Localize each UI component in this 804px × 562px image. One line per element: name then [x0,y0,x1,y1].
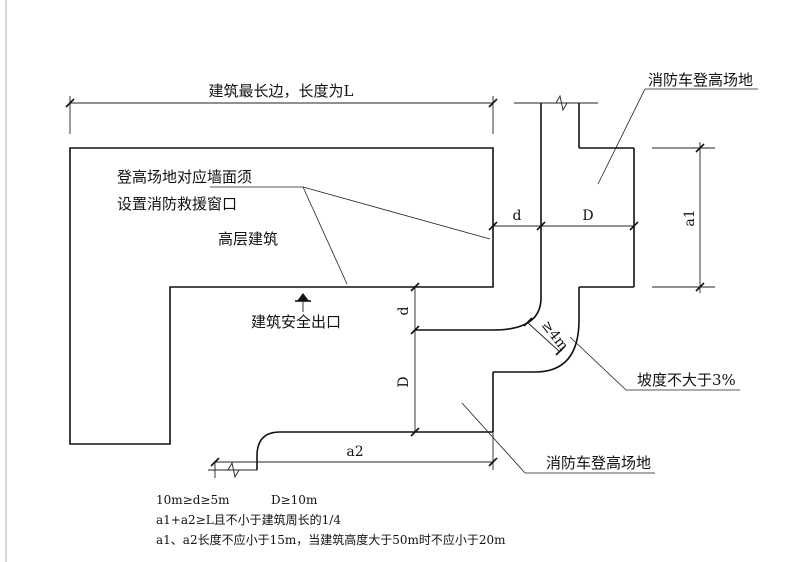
note-a-length: a1、a2长度不应小于15m，当建筑高度大于50m时不应小于20m [156,532,506,547]
note-a-sum: a1+a2≥L且不小于建筑周长的1/4 [156,512,341,527]
longest-side-dimension [65,96,498,134]
upper-site-label: 消防车登高场地 [648,71,753,89]
d-right-label: d [513,208,522,224]
lower-site-leader [461,402,655,474]
a1-label: a1 [682,209,698,226]
wall-note-leaders [210,186,491,285]
lower-site-label: 消防车登高场地 [546,454,651,472]
D-vertical-label: D [396,376,412,387]
building-label: 高层建筑 [218,230,278,248]
slope-leader [569,336,740,391]
safety-exit-marker [295,293,311,312]
a2-dimension [210,432,498,470]
note-d-range: 10m≥d≥5m [156,493,230,507]
building-outline [69,147,494,445]
longest-side-label: 建筑最长边，长度为L [209,82,354,100]
upper-site-leader [597,88,758,185]
wall-note-line1: 登高场地对应墙面须 [117,168,252,186]
d-vertical-label: d [396,306,412,315]
slope-label: 坡度不大于3% [637,371,736,389]
radius-dimension [523,317,565,356]
safety-exit-label: 建筑安全出口 [251,313,341,331]
horizontal-d-D-dimension [488,221,639,231]
a1-dimension [652,142,715,293]
D-right-label: D [582,208,593,224]
a2-label: a2 [346,444,363,460]
vertical-d-D-dimension [410,282,420,437]
lower-site-outline [208,431,493,479]
note-D-range: D≥10m [271,493,318,507]
site-corner-curve [415,287,580,432]
wall-note-line2: 设置消防救援窗口 [117,195,237,213]
upper-site-outline [514,94,635,288]
